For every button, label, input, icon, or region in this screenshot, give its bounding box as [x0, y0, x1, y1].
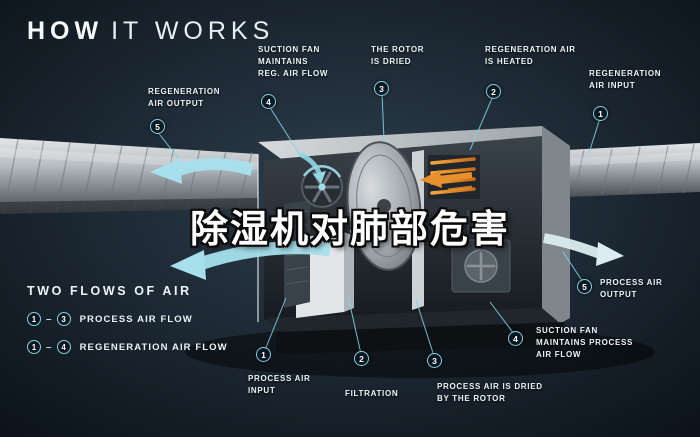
- legend-circle-1b: 1: [27, 340, 41, 354]
- callout-label-process-air-dried: PROCESS AIR IS DRIED BY THE ROTOR: [437, 382, 543, 403]
- callout-label-suction-fan-process: SUCTION FAN MAINTAINS PROCESS AIR FLOW: [536, 326, 634, 359]
- watermark-text: 除湿机对肺部危害: [189, 207, 510, 251]
- callout-number-suction-fan-process: 4: [508, 331, 523, 346]
- fan-icon: [301, 165, 343, 208]
- title-rest: IT WORKS: [111, 17, 275, 45]
- callout-number-rotor-is-dried: 3: [374, 81, 389, 96]
- legend-circle-4: 4: [56, 340, 71, 354]
- callout-label-process-air-output: PROCESS AIR OUTPUT: [600, 278, 663, 299]
- legend-dash: –: [46, 313, 52, 325]
- process-input-arrow: [170, 241, 331, 280]
- fan-intake-arrow: [298, 151, 326, 184]
- legend-title: TWO FLOWS OF AIR: [27, 284, 192, 298]
- callout-number-filtration: 2: [354, 351, 369, 366]
- callout-label-regeneration-air-heated: REGENERATION AIR IS HEATED: [485, 45, 576, 66]
- callout-label-filtration: FILTRATION: [345, 389, 399, 398]
- callout-number-process-air-input: 1: [256, 347, 271, 362]
- machine-body: [257, 126, 570, 354]
- heated-air-arrow: [420, 170, 473, 192]
- callout-label-regeneration-air-output: REGENERATION AIR OUTPUT: [148, 87, 221, 108]
- legend-label-regeneration: REGENERATION AIR FLOW: [79, 341, 228, 353]
- process-output-arrow: [543, 233, 624, 266]
- leader-lines: [156, 92, 601, 357]
- title-bold: HOW: [27, 17, 104, 45]
- legend-circle-1: 1: [27, 312, 41, 326]
- legend-row-process: 1 – 3 PROCESS AIR FLOW: [27, 312, 228, 326]
- airflow-arrows: [150, 151, 624, 280]
- callout-label-suction-fan-reg: SUCTION FAN MAINTAINS REG. AIR FLOW: [258, 45, 329, 78]
- left-duct: [0, 138, 258, 214]
- right-duct: [566, 143, 700, 197]
- legend-dash-2: –: [46, 341, 52, 353]
- machine-base: [276, 322, 564, 354]
- callout-label-regeneration-air-input: REGENERATION AIR INPUT: [589, 69, 662, 90]
- callout-number-suction-fan-reg: 4: [261, 94, 276, 109]
- callout-number-regeneration-air-heated: 2: [486, 84, 501, 99]
- callout-label-rotor-is-dried: THE ROTOR IS DRIED: [371, 45, 425, 66]
- legend-circle-3: 3: [56, 312, 71, 326]
- callout-number-process-air-output: 5: [577, 279, 592, 294]
- process-fan-unit: [451, 208, 511, 293]
- legend-label-process: PROCESS AIR FLOW: [79, 313, 193, 325]
- legend-row-regeneration: 1 – 4 REGENERATION AIR FLOW: [27, 340, 228, 354]
- rotor: [346, 141, 422, 271]
- machine-right-face: [542, 126, 570, 334]
- callout-number-process-air-dried: 3: [427, 353, 442, 368]
- regeneration-output-arrow: [150, 158, 254, 184]
- legend: TWO FLOWS OF AIR 1 – 3 PROCESS AIR FLOW …: [27, 284, 228, 354]
- callout-number-regeneration-air-output: 5: [150, 119, 165, 134]
- callout-number-regeneration-air-input: 1: [593, 106, 608, 121]
- callout-label-process-air-input: PROCESS AIR INPUT: [248, 374, 311, 395]
